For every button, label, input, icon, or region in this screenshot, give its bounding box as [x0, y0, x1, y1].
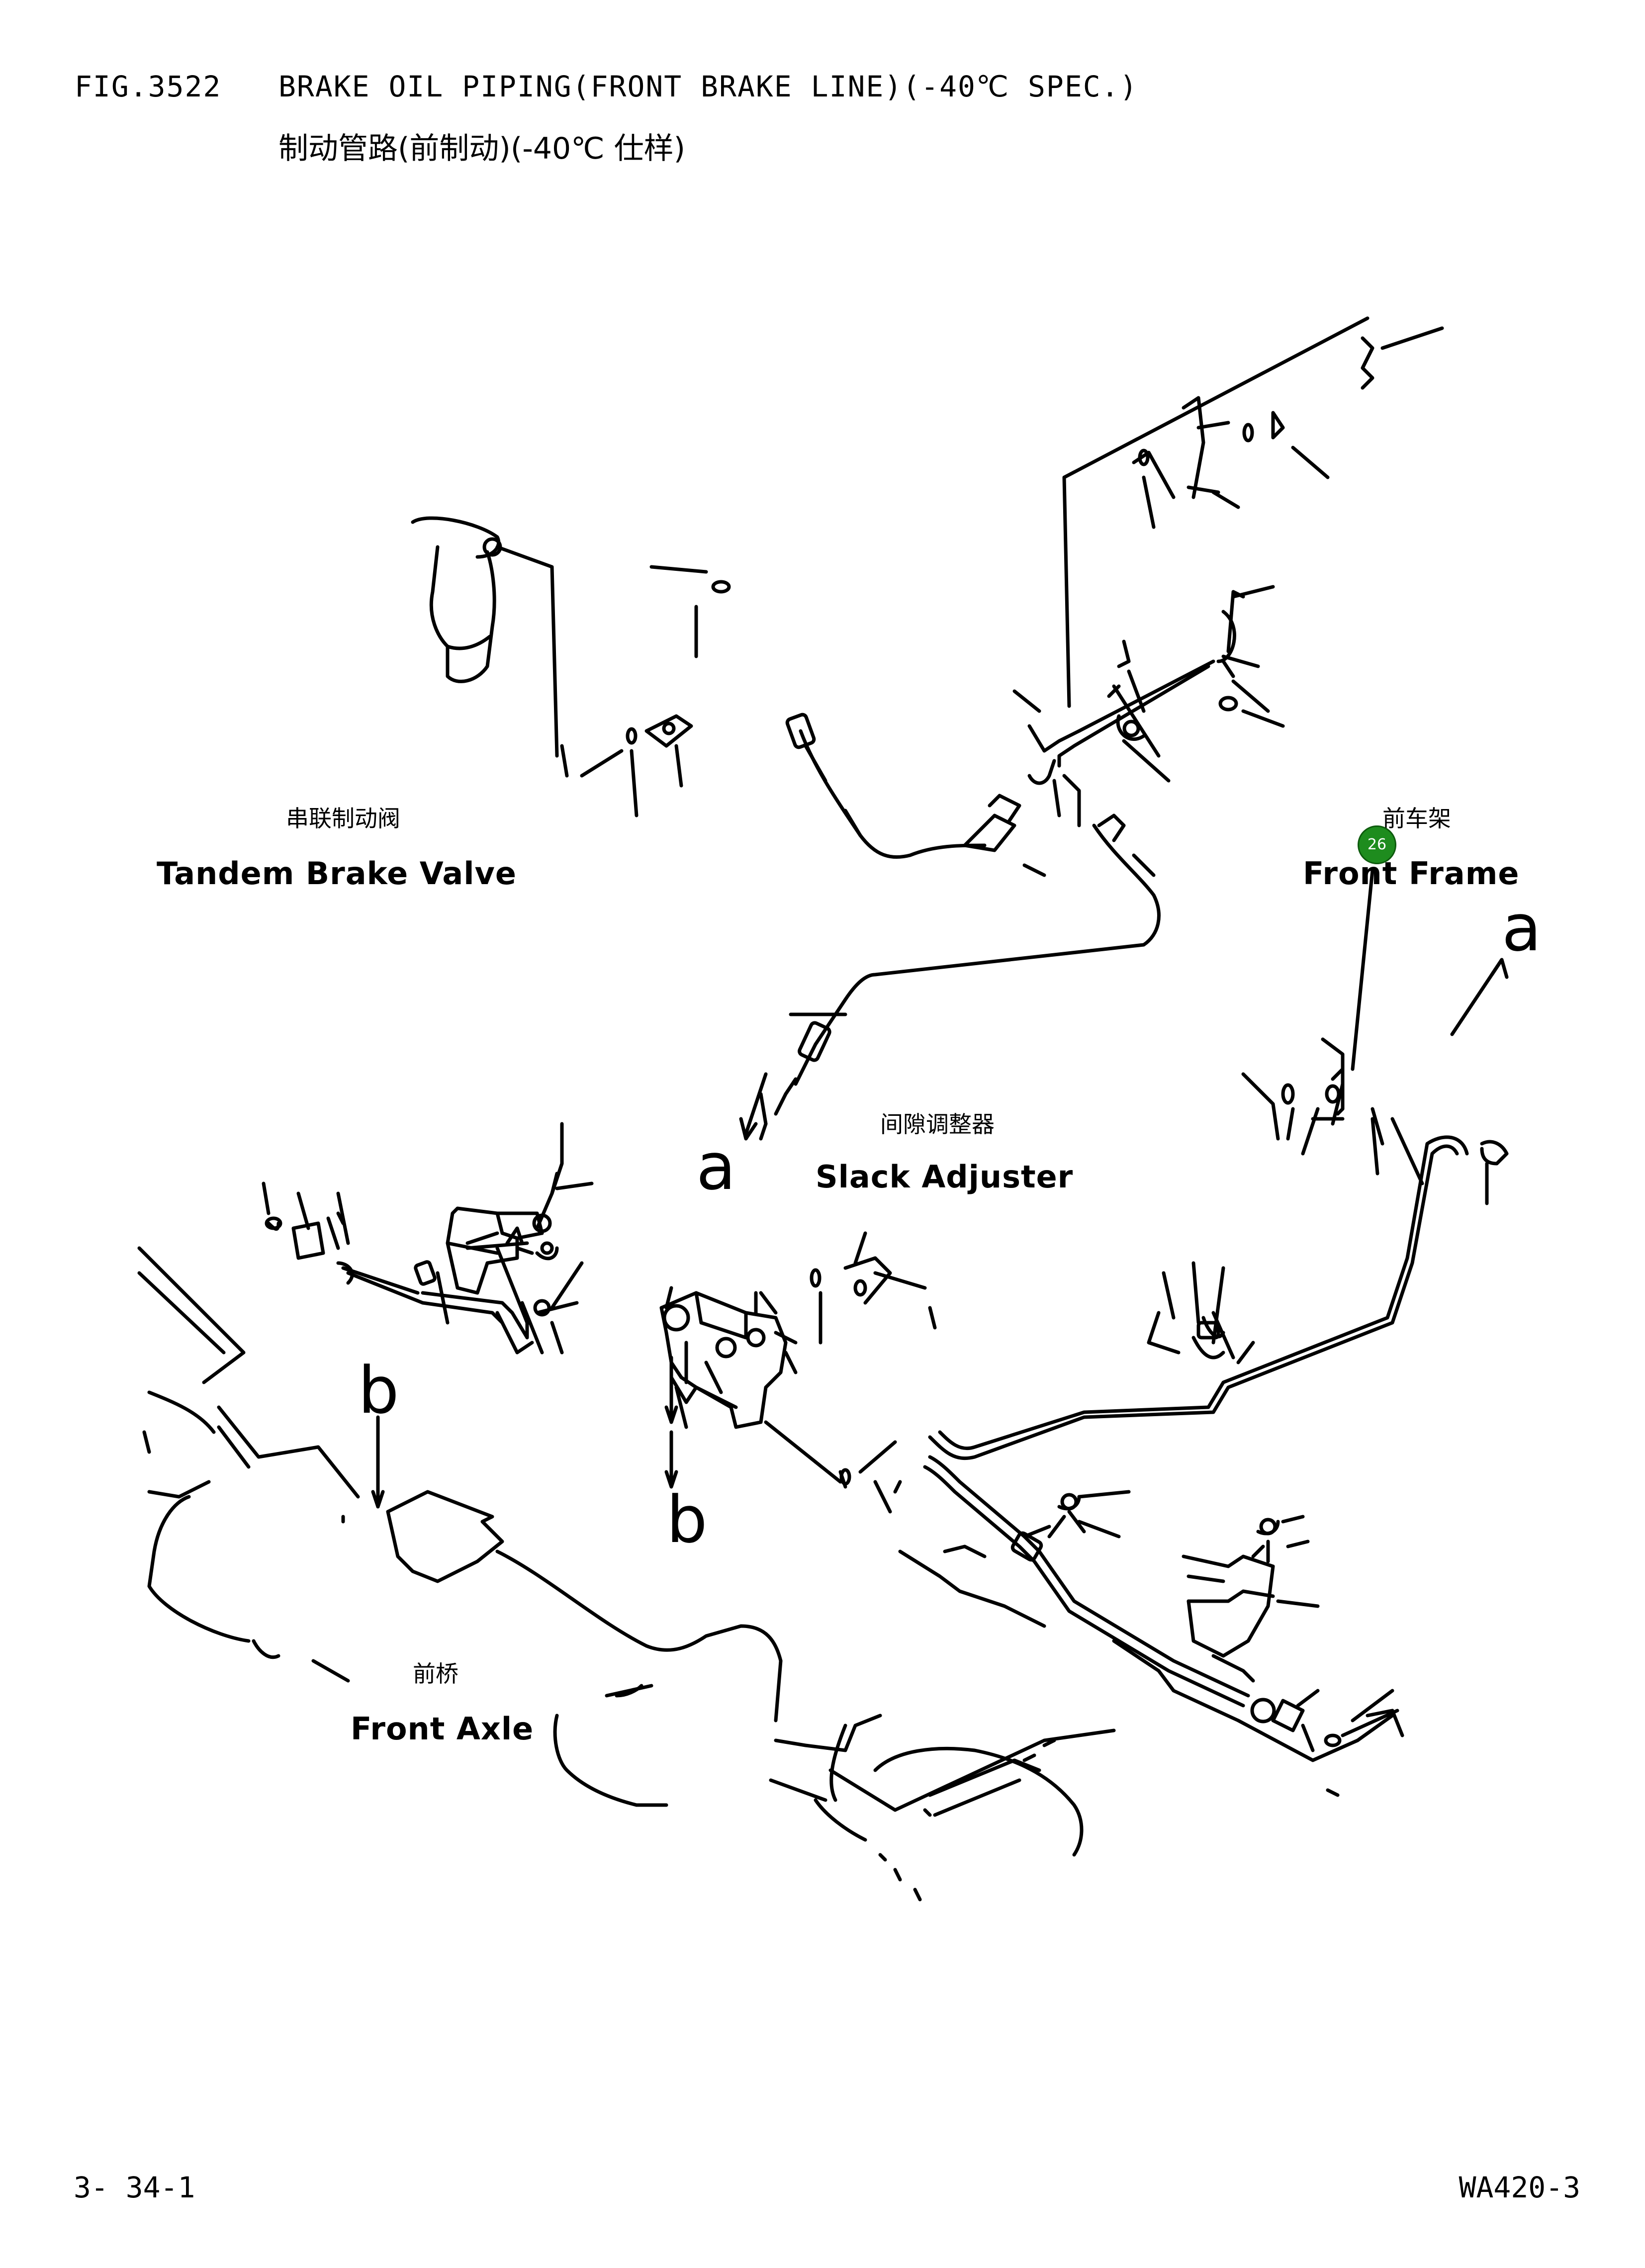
marker-b-center: b	[666, 1482, 708, 1557]
front-frame-pipe	[928, 868, 1509, 1460]
front-axle-label-cn: 前桥	[413, 1660, 458, 1687]
tandem-fittings	[580, 565, 731, 817]
front-frame-label: Front Frame	[1303, 855, 1520, 892]
brake-hoses	[759, 713, 1161, 1141]
front-frame-label-cn: 前车架	[1382, 805, 1451, 832]
lower-right-piping	[923, 1455, 1404, 1752]
part-callout-badge[interactable]: 26	[1358, 825, 1396, 864]
tandem-brake-valve-label: Tandem Brake Valve	[157, 855, 517, 892]
page-number: 3- 34-1	[74, 2171, 195, 2204]
marker-a-left: a	[696, 1129, 736, 1204]
front-axle-outline	[137, 1246, 1116, 1902]
tandem-brake-valve-label-cn: 串联制动阀	[286, 805, 400, 832]
figure-title-chinese: 制动管路(前制动)(-40℃ 仕样)	[278, 131, 686, 166]
lower-right-outline	[898, 1544, 1394, 1797]
marker-arrows	[371, 1072, 768, 1509]
upper-brake-pipe	[1012, 316, 1444, 827]
slack-adjuster-label: Slack Adjuster	[816, 1159, 1074, 1195]
model-number: WA420-3	[1459, 2171, 1580, 2204]
slack-adjuster-label-cn: 间隙调整器	[880, 1111, 995, 1138]
front-axle-label: Front Axle	[351, 1711, 534, 1747]
lower-left-piping	[262, 1122, 594, 1355]
figure-title-english: BRAKE OIL PIPING(FRONT BRAKE LINE)(-40℃ …	[278, 70, 1138, 103]
figure-number: FIG.3522	[75, 70, 222, 103]
tandem-brake-valve	[411, 516, 569, 778]
marker-a-right: a	[1502, 890, 1542, 966]
slack-adjuster	[659, 1231, 937, 1514]
marker-b-left: b	[358, 1353, 399, 1428]
